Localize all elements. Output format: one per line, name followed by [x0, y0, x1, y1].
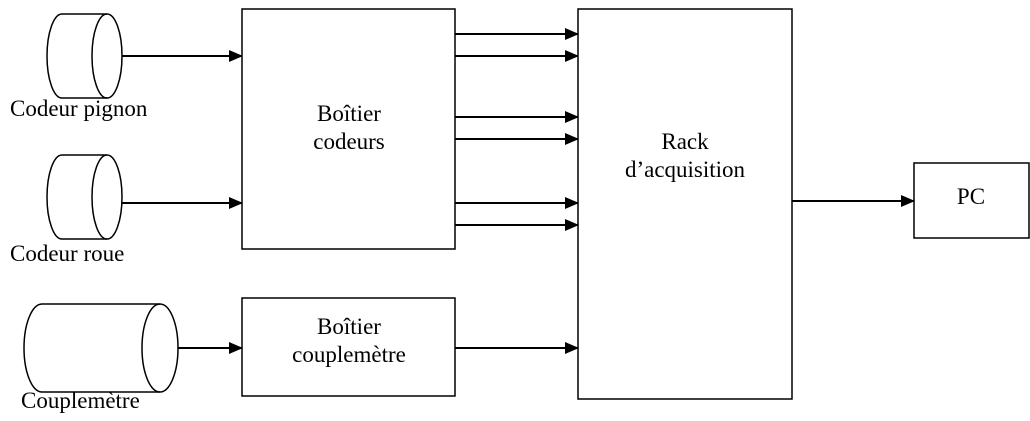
wheel-encoder-label: Codeur roue — [10, 241, 125, 266]
wheel-encoder-sensor-icon — [46, 154, 123, 240]
torque-meter-label: Couplemètre — [21, 388, 140, 413]
encoder-box-title-line2: codeurs — [313, 129, 385, 154]
pc-label: PC — [956, 184, 986, 209]
pinion-encoder-sensor-icon — [46, 13, 123, 99]
pinion-encoder-label: Codeur pignon — [10, 96, 148, 121]
acquisition-rack-title-line1: Rack — [661, 129, 709, 154]
torque-box-title-line1: Boîtier — [317, 314, 381, 339]
torque-meter-sensor-icon — [23, 303, 179, 393]
torque-box-title-line2: couplemètre — [292, 342, 406, 367]
acquisition-rack-title-line2: d’acquisition — [624, 157, 746, 182]
acquisition-rack-block — [577, 8, 793, 400]
encoder-box-title-line1: Boîtier — [317, 101, 381, 126]
encoder-box-block — [241, 8, 456, 250]
